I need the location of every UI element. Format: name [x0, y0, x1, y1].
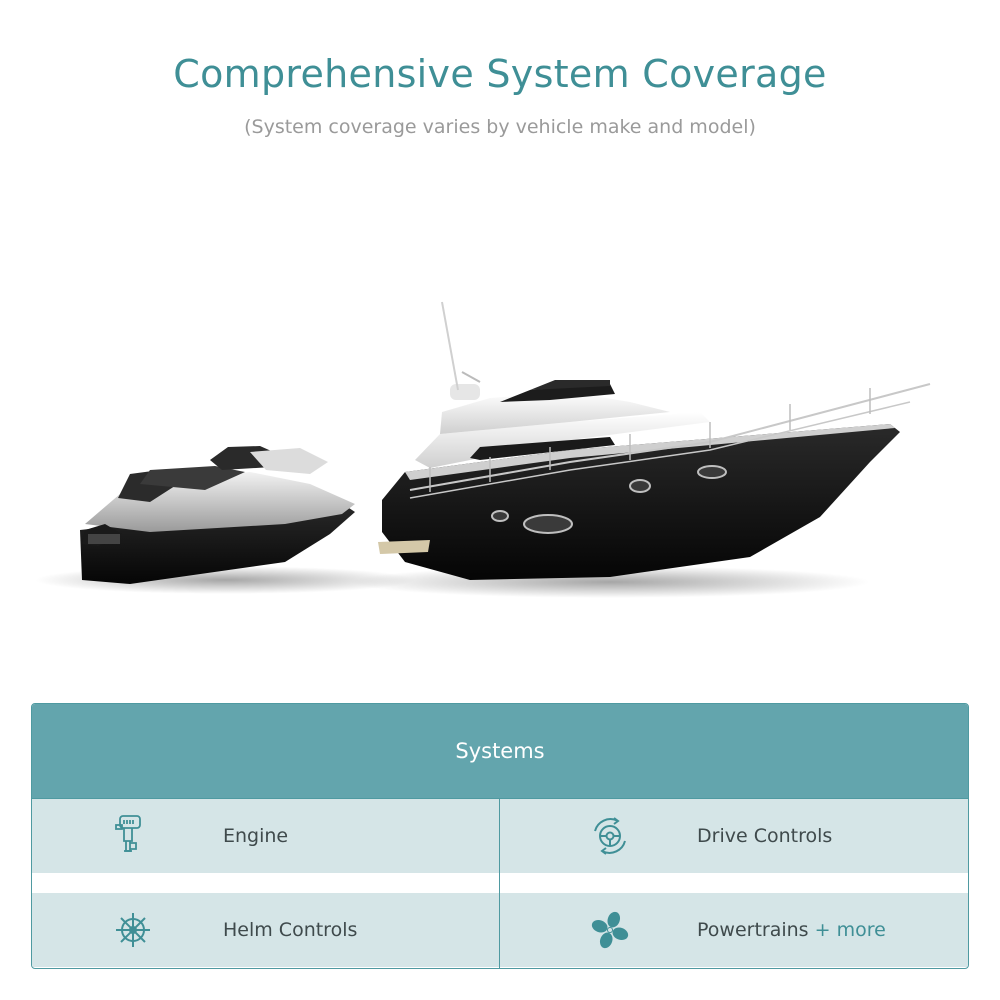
system-item-helm-controls: Helm Controls: [32, 893, 500, 967]
systems-title: Systems: [455, 739, 545, 763]
page-subtitle: (System coverage varies by vehicle make …: [244, 116, 756, 138]
system-item-powertrains: Powertrains + more: [500, 893, 968, 967]
system-label: Engine: [223, 825, 289, 847]
system-label: Helm Controls: [223, 919, 358, 941]
powertrains-label: Powertrains: [697, 919, 809, 941]
outboard-motor-icon: [110, 813, 156, 859]
hero-image: [10, 262, 990, 702]
system-item-drive-controls: Drive Controls: [500, 799, 968, 873]
systems-header: Systems: [32, 704, 968, 799]
yacht-image: [350, 301, 931, 598]
system-item-engine: Engine: [32, 799, 500, 873]
jet-ski-image: [35, 446, 415, 594]
page-title: Comprehensive System Coverage: [173, 52, 827, 96]
ship-wheel-icon: [110, 907, 156, 953]
systems-table: Systems Engine: [31, 703, 969, 969]
propeller-icon: [587, 907, 633, 953]
system-label: Drive Controls: [697, 825, 833, 847]
column-divider: [499, 799, 500, 968]
system-label: Powertrains + more: [697, 893, 886, 967]
more-link[interactable]: + more: [814, 919, 886, 941]
steering-wheel-icon: [587, 813, 633, 859]
